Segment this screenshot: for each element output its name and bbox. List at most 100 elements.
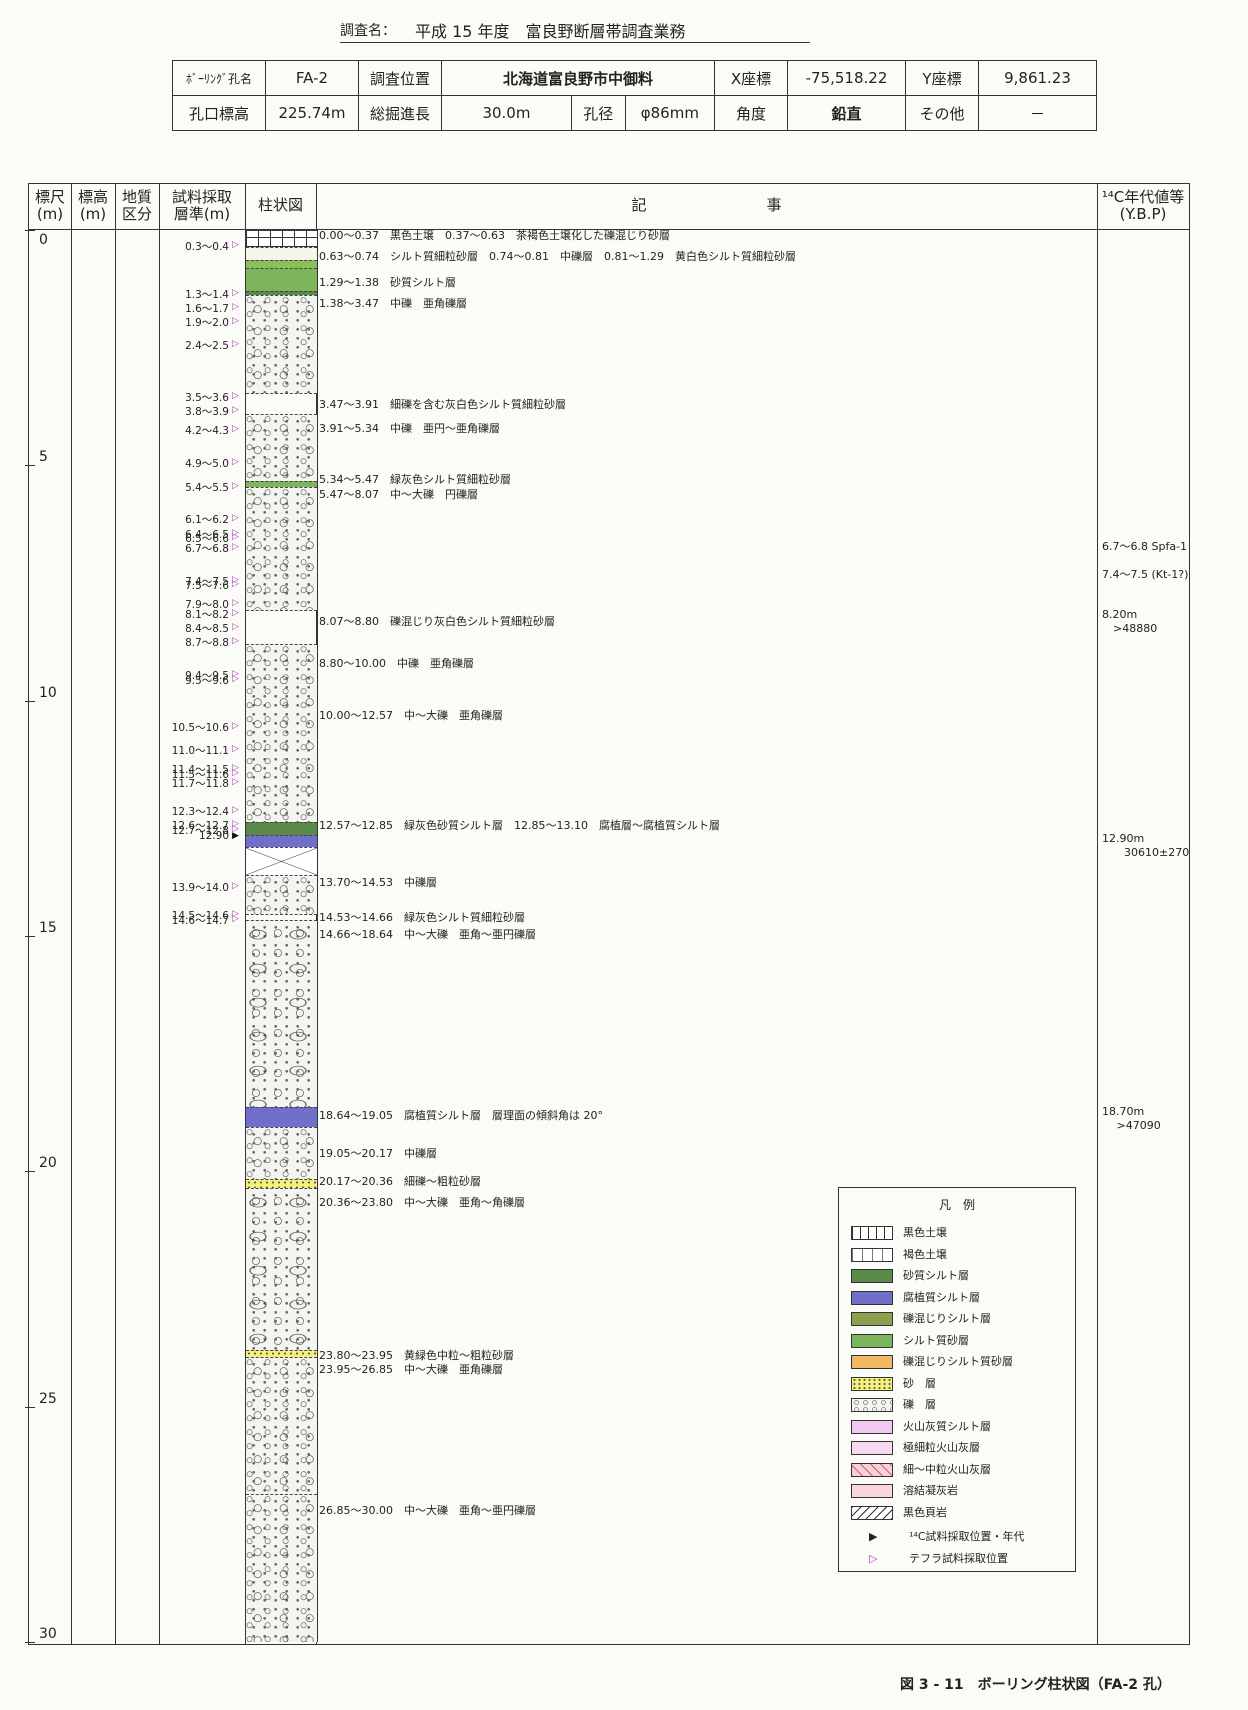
layer-description: 26.85～30.00 中～大礫 亜角～亜円礫層: [319, 1504, 536, 1518]
legend-swatch: [851, 1290, 893, 1305]
legend-swatch: [851, 1333, 893, 1348]
location-label: 調査位置: [358, 60, 442, 96]
divider: [71, 184, 72, 1644]
sample-label: 10.5～10.6: [171, 721, 229, 734]
sample-label: 9.4～9.5: [185, 669, 229, 682]
layer-silt-sand: [246, 268, 317, 291]
tephra-marker-icon: ▷: [232, 598, 239, 609]
sample-label: 8.7～8.8: [185, 636, 229, 649]
layer-gravel: [246, 874, 317, 914]
c14-note: 12.90m: [1102, 831, 1145, 845]
scale-tick: [25, 1406, 35, 1408]
legend-swatch: [851, 1312, 893, 1326]
sample-label: 12.7～12.8: [171, 825, 229, 838]
layer-gravel-big: [246, 1188, 317, 1351]
legend-c14-label: ¹⁴C試料採取位置・年代: [909, 1530, 1025, 1543]
legend-label: 黒色頁岩: [903, 1505, 947, 1519]
c14-note: >47090: [1102, 1118, 1161, 1132]
scale-label: 5: [39, 449, 48, 466]
legend: 凡 例 黒色土壌褐色土壌砂質シルト層腐植質シルト層礫混じりシルト層シルト質砂層礫…: [838, 1187, 1076, 1572]
legend-label: シルト質砂層: [903, 1333, 969, 1347]
scale-tick: [25, 700, 35, 702]
scale-tick: [25, 230, 35, 231]
survey-name: 平成 15 年度 富良野断層帯調査業務: [415, 22, 686, 41]
dia-value: φ86mm: [624, 95, 716, 131]
layer-sandy: [246, 247, 317, 260]
legend-item: シルト質砂層: [851, 1332, 969, 1348]
other-label: その他: [905, 95, 979, 131]
legend-item: 礫 層: [851, 1396, 936, 1412]
tephra-marker-icon: ▷: [232, 880, 239, 891]
sample-label: 11.4～11.5: [171, 763, 229, 776]
sample-label: 6.7～6.8: [185, 542, 229, 555]
layer-gravel: [246, 487, 317, 610]
layer-description: 23.80～23.95 黄緑色中粒～粗粒砂層: [319, 1348, 514, 1362]
tephra-marker-icon: ▷: [232, 287, 239, 298]
c14-note: 6.7～6.8 Spfa-1: [1102, 539, 1188, 553]
divider: [115, 184, 116, 1644]
layer-description: 12.57～12.85 緑灰色砂質シルト層 12.85～13.10 腐植層～腐植…: [319, 819, 720, 833]
scale-tick: [25, 1642, 35, 1644]
layer-sand: [246, 1350, 317, 1358]
tephra-marker-icon: ▷: [232, 824, 239, 835]
sample-label: 5.4～5.5: [185, 481, 229, 494]
legend-swatch: [851, 1505, 893, 1520]
legend-label: 溶結凝灰岩: [903, 1484, 958, 1497]
layer-black-soil: [246, 230, 317, 248]
legend-item: 黒色土壌: [851, 1224, 947, 1240]
tephra-marker-icon: ▷: [232, 574, 239, 585]
layer-gravelly-silt-sand: [246, 913, 317, 920]
legend-title: 凡 例: [938, 1198, 975, 1212]
tephra-marker-icon: ▷: [232, 621, 239, 632]
sample-label: 11.7～11.8: [171, 778, 229, 791]
layer-description: 3.47～3.91 細礫を含む灰白色シルト質細粒砂層: [319, 398, 566, 412]
layer-description: 5.34～5.47 緑灰色シルト質細粒砂層: [319, 473, 511, 487]
tephra-marker-icon: ▷: [232, 762, 239, 773]
tephra-marker-icon: ▷: [232, 668, 239, 679]
layer-gravel: [246, 1493, 317, 1643]
legend-label: 極細粒火山灰層: [903, 1441, 980, 1454]
tephra-marker-icon: ▷: [232, 579, 239, 590]
layer-gravel: [246, 414, 317, 482]
depth-value: 30.0m: [441, 95, 572, 131]
scale-label: 20: [39, 1155, 57, 1172]
layer-description: 10.00～12.57 中～大礫 亜角礫層: [319, 708, 503, 722]
sample-label: 12.6～12.7: [171, 820, 229, 833]
survey-label: 調査名：: [340, 23, 396, 39]
elev-value: 225.74m: [265, 95, 359, 131]
legend-label: 砂 層: [903, 1376, 936, 1390]
depth-label: 総掘進長: [358, 95, 442, 131]
legend-item: 黒色頁岩: [851, 1504, 947, 1520]
sample-label: 12.90: [198, 830, 229, 843]
sample-label: 14.6～14.7: [171, 914, 229, 927]
layer-sand: [246, 1179, 317, 1189]
elev-label: 孔口標高: [172, 95, 266, 131]
layer-gravelly-silt-sand: [246, 609, 317, 644]
x-label: X座標: [714, 60, 788, 96]
layer-humic: [246, 834, 317, 847]
figure-caption: 図 3 - 11 ボーリング柱状図（FA-2 孔）: [900, 1677, 1171, 1693]
tephra-marker-icon: ▷: [232, 424, 239, 435]
layer-description: 14.53～14.66 緑灰色シルト質細粒砂層: [319, 911, 525, 925]
legend-swatch: [851, 1226, 893, 1240]
c14-note: >48880: [1102, 622, 1158, 636]
sample-label: 3.8～3.9: [185, 406, 229, 419]
col-scale: 標尺 (m): [34, 188, 65, 223]
boring-label: ﾎﾞｰﾘﾝｸﾞ孔名: [172, 60, 266, 96]
tephra-marker-icon: ▷: [232, 767, 239, 778]
tephra-marker-icon: ▷: [232, 405, 239, 416]
scale-label: 25: [39, 1390, 57, 1407]
boring-log: 標尺 (m) 標高 (m) 地質 区分 試料採取 層準(m) 柱状図 記 事 ¹…: [25, 183, 1190, 1645]
layer-gravel: [246, 644, 317, 822]
layer-description: 1.29～1.38 砂質シルト層: [319, 275, 456, 289]
scale-label: 15: [39, 920, 57, 937]
layer-gravel-big: [246, 920, 317, 1108]
legend-label: 礫 層: [903, 1398, 936, 1411]
sample-label: 12.3～12.4: [171, 806, 229, 819]
layer-core-loss: [246, 846, 317, 875]
tephra-marker-icon: ▷: [232, 541, 239, 552]
legend-swatch: [851, 1376, 893, 1391]
layer-description: 14.66～18.64 中～大礫 亜角～亜円礫層: [319, 927, 536, 941]
divider: [1097, 184, 1098, 1644]
legend-swatch: [851, 1355, 893, 1369]
